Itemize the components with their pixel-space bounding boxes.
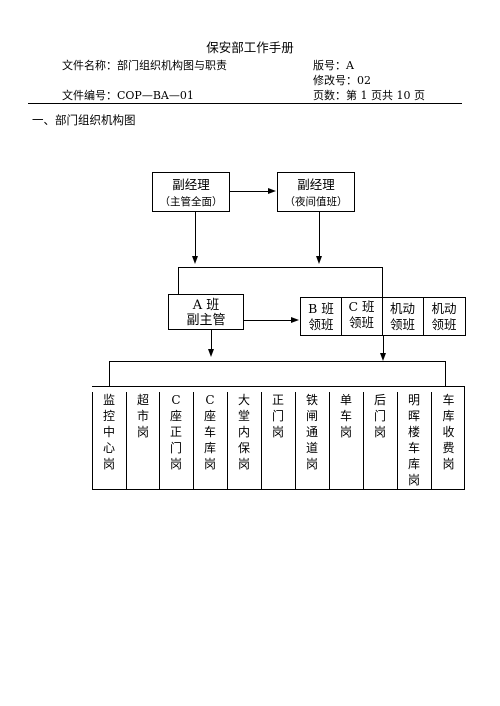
arrow-down-icon (380, 353, 386, 361)
arrow-down-icon (192, 256, 198, 264)
connector-line (230, 191, 269, 192)
connector-line (178, 267, 179, 294)
arrow-down-icon (316, 256, 322, 264)
connector-line (211, 330, 212, 350)
a-shift-supervisor-box: A 班 副主管 (168, 294, 244, 330)
connector-line (109, 361, 110, 386)
post-label: 后门岗 (374, 393, 387, 439)
team-leader-mobile-1-box: 机动 领班 (382, 297, 424, 336)
post-label: 单车岗 (340, 393, 353, 439)
a-shift-role: 副主管 (186, 313, 226, 328)
post-cell: 明晖楼车库岗 (397, 392, 430, 489)
team-leader-b-label: B 班 (308, 301, 334, 316)
team-leader-mobile-2-role: 领班 (431, 317, 457, 332)
header-rule (28, 103, 462, 104)
team-leaders-group: B 班 领班 C 班 领班 机动 领班 机动 领班 (300, 297, 466, 336)
post-label: C座车库岗 (204, 393, 217, 471)
version-number: 版号：A (313, 59, 354, 72)
team-leader-c-role: 领班 (348, 315, 374, 330)
connector-line (382, 267, 383, 297)
connector-line (319, 212, 320, 257)
post-label: 监控中心岗 (103, 393, 116, 471)
post-label: 大堂内保岗 (238, 393, 251, 471)
post-cell: 监控中心岗 (92, 392, 125, 489)
section-title: 一、部门组织机构图 (32, 113, 136, 127)
a-shift-label: A 班 (192, 298, 220, 313)
post-label: C座正门岗 (170, 393, 183, 471)
arrow-right-icon (268, 188, 276, 194)
deputy-manager-night-title: 副经理 (297, 177, 335, 192)
team-leader-c-label: C 班 (348, 299, 375, 314)
post-cell: 铁闸通道岗 (295, 392, 328, 489)
post-cell: 单车岗 (329, 392, 362, 489)
deputy-manager-general-role: （主管全面） (159, 196, 223, 208)
connector-line (244, 320, 292, 321)
post-label: 铁闸通道岗 (306, 393, 319, 471)
revision-number: 修改号：02 (313, 74, 371, 87)
team-leader-b-role: 领班 (308, 317, 334, 332)
post-cell: 大堂内保岗 (227, 392, 260, 489)
team-leader-mobile-2-label: 机动 (431, 301, 457, 316)
team-leader-mobile-1-role: 领班 (389, 317, 415, 332)
arrow-down-icon (208, 349, 214, 357)
deputy-manager-night-box: 副经理 （夜间值班） (277, 172, 355, 212)
page-count: 页数：第 1 页共 10 页 (313, 89, 425, 102)
deputy-manager-night-role: （夜间值班） (284, 196, 348, 208)
deputy-manager-general-title: 副经理 (172, 177, 210, 192)
connector-line (109, 361, 446, 362)
post-cell: 车库收费岗 (431, 392, 465, 489)
team-leader-c-box: C 班 领班 (341, 297, 383, 336)
post-cell: 正门岗 (261, 392, 294, 489)
post-label: 正门岗 (272, 393, 285, 439)
post-cell: 后门岗 (363, 392, 396, 489)
post-label: 明晖楼车库岗 (408, 393, 421, 487)
connector-line (178, 267, 383, 268)
document-name: 文件名称：部门组织机构图与职责 (62, 59, 227, 72)
team-leader-mobile-1-label: 机动 (389, 301, 415, 316)
post-label: 车库收费岗 (442, 393, 455, 471)
posts-table (92, 386, 465, 490)
post-cell: 超市岗 (126, 392, 159, 489)
connector-line (195, 212, 196, 257)
post-label: 超市岗 (137, 393, 150, 439)
post-cell: C座车库岗 (193, 392, 226, 489)
document-title: 保安部工作手册 (206, 40, 294, 55)
arrow-right-icon (291, 317, 299, 323)
team-leader-mobile-2-box: 机动 领班 (423, 297, 466, 336)
connector-line (445, 361, 446, 386)
deputy-manager-general-box: 副经理 （主管全面） (152, 172, 230, 212)
post-cell: C座正门岗 (159, 392, 192, 489)
team-leader-b-box: B 班 领班 (300, 297, 342, 336)
connector-line (383, 336, 384, 354)
document-number: 文件编号：COP—BA—01 (62, 89, 194, 102)
